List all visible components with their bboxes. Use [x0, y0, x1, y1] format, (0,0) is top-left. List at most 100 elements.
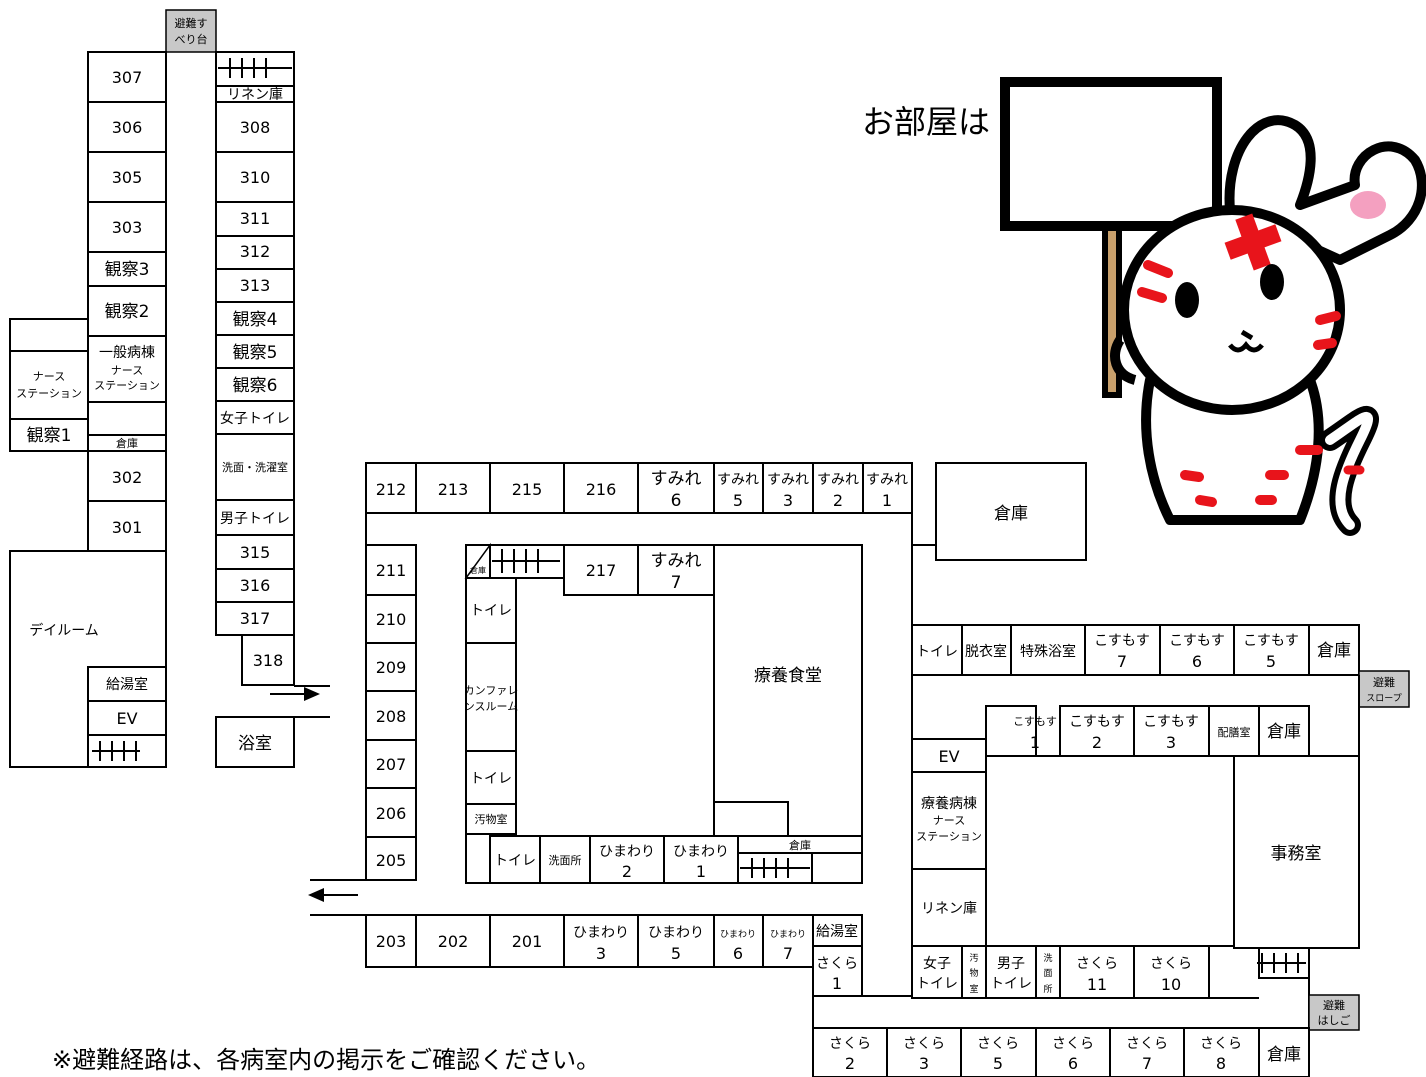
- room-label: 217: [586, 561, 617, 580]
- room-label: 給湯室: [816, 923, 858, 940]
- washroom-center: [539, 835, 591, 884]
- room-sumire-3: [762, 462, 814, 514]
- room-label: 5: [671, 944, 681, 963]
- room-label: ひまわり: [648, 925, 704, 941]
- east-interior: [985, 755, 1235, 947]
- evac-slope-box: [1358, 670, 1410, 708]
- room-label: 室: [969, 983, 978, 995]
- room-label: 3: [919, 1054, 929, 1073]
- room-label: 浴室: [238, 734, 272, 754]
- room-label: 215: [512, 480, 543, 499]
- room-label: 212: [376, 480, 407, 499]
- room-311: [215, 201, 295, 237]
- room-himawari-6: [713, 914, 764, 968]
- room-label: ナース: [33, 370, 65, 383]
- room-label: 318: [253, 651, 284, 670]
- room-label: 女子トイレ: [220, 410, 290, 427]
- sign-board[interactable]: [1000, 77, 1222, 231]
- room-label: 面: [1043, 968, 1052, 979]
- stairs-icon: [92, 741, 140, 761]
- room-label: 観察2: [105, 302, 150, 322]
- room-sakura-7: [1109, 1027, 1185, 1077]
- room-209: [365, 642, 417, 692]
- room-label: 観察1: [27, 426, 72, 446]
- room-label: 6: [671, 491, 682, 511]
- room-kansatsu3: [87, 251, 167, 287]
- evac-ladder-label: はしご: [1318, 1013, 1351, 1027]
- room-label: 3: [783, 491, 793, 510]
- room-label: 201: [512, 932, 543, 951]
- room-label: EV: [116, 709, 137, 728]
- room-label: 306: [112, 118, 143, 137]
- room-305: [87, 151, 167, 203]
- room-himawari-3: [563, 914, 639, 968]
- room-label: 10: [1161, 975, 1181, 994]
- room-206: [365, 787, 417, 838]
- room-label: ひまわり: [673, 844, 729, 860]
- room-label: こすもす: [1143, 714, 1199, 730]
- room-318: [241, 634, 295, 686]
- room-label: ンスルーム: [464, 700, 518, 713]
- room-label: EV: [938, 747, 959, 766]
- room-label: 316: [240, 576, 271, 595]
- room-label: 倉庫: [1267, 1045, 1301, 1065]
- mens-toilet-west: [215, 499, 295, 536]
- room-label: 317: [240, 609, 271, 628]
- room-sumire-1: [862, 462, 913, 514]
- room-label: すみれ: [866, 472, 908, 488]
- linen-east: [911, 868, 987, 947]
- room-label: 206: [376, 804, 407, 823]
- room-label: トイレ: [990, 976, 1032, 992]
- room-label: 観察3: [105, 260, 150, 280]
- room-sakura-8: [1183, 1027, 1260, 1077]
- room-label: 脱衣室: [965, 643, 1007, 660]
- room-label: こすもす: [1169, 633, 1225, 649]
- room-label: 5: [733, 491, 743, 510]
- room-308: [215, 101, 295, 153]
- room-label: ステーション: [94, 379, 160, 392]
- room-label: 311: [240, 209, 271, 228]
- stairs-icon: [218, 58, 292, 78]
- evacuation-note: ※避難経路は、各病室内の掲示をご確認ください。: [52, 1046, 601, 1074]
- room-label: 配膳室: [1218, 725, 1251, 739]
- room-label: こすもす: [1094, 633, 1150, 649]
- room-kansatsu1: [9, 418, 89, 452]
- room-label: 観察6: [233, 376, 278, 396]
- room-205: [365, 836, 417, 881]
- room-label: 洗面・洗濯室: [222, 460, 288, 474]
- arrow-left-icon: [308, 888, 358, 902]
- room-201: [489, 914, 565, 968]
- room-sumire-2: [812, 462, 864, 514]
- room-label: 倉庫: [1317, 641, 1351, 661]
- room-label: 1: [882, 491, 892, 510]
- room-kansatsu6: [215, 367, 295, 402]
- stairs-icon: [740, 858, 810, 878]
- room-sakura-2: [812, 1027, 888, 1077]
- soiled-room-center: [465, 803, 517, 835]
- room-label: 療養病棟: [921, 795, 977, 812]
- room-label: 3: [596, 944, 606, 963]
- dining-sub: [713, 801, 789, 837]
- room-label: ナース: [111, 364, 143, 377]
- bathroom-west: [215, 716, 295, 768]
- room-307: [87, 51, 167, 103]
- room-sakura-1: [812, 945, 863, 997]
- dining-room: [713, 544, 863, 837]
- room-label: ひまわり: [599, 844, 655, 860]
- room-label: 汚物室: [475, 812, 508, 826]
- center-wing: 212 213 215 216 すみれ 6 すみれ 5 すみれ 3 すみれ 2 …: [365, 462, 913, 997]
- room-label: 洗面所: [549, 854, 582, 867]
- room-label: ひまわり: [770, 929, 806, 940]
- room-kansatsu5: [215, 334, 295, 369]
- room-label: 7: [671, 573, 682, 593]
- room-label: こすもす: [1243, 633, 1299, 649]
- room-label: 209: [376, 658, 407, 677]
- room-label: 3: [1166, 733, 1176, 752]
- room-label: 一般病棟: [99, 345, 155, 361]
- room-label: 5: [993, 1054, 1003, 1073]
- room-label: 301: [112, 518, 143, 537]
- room-label: デイルーム: [29, 622, 99, 639]
- room-label: 308: [240, 118, 271, 137]
- office: [1233, 755, 1360, 949]
